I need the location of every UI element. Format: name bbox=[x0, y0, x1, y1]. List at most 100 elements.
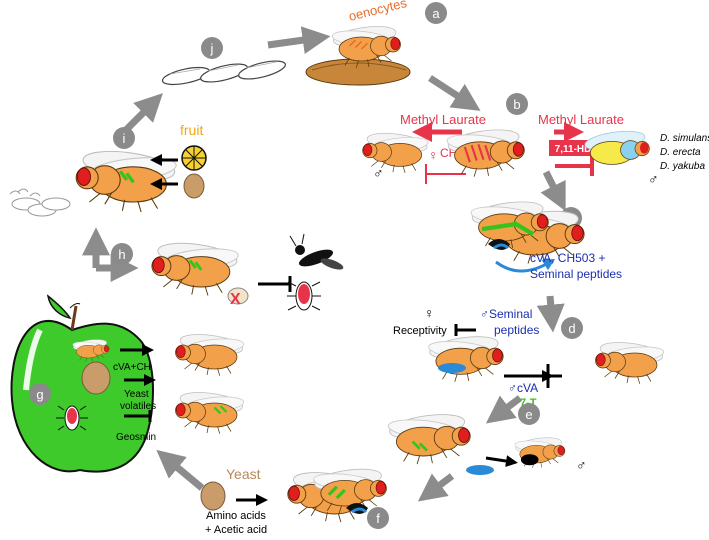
panel-c: c cVA, CH503 + Seminal peptides bbox=[469, 197, 622, 281]
yeast-i bbox=[183, 173, 205, 199]
emerging-fly bbox=[331, 22, 401, 69]
badge-letter: b bbox=[513, 97, 520, 112]
wasp bbox=[289, 233, 344, 270]
mated-female-fly bbox=[427, 332, 504, 383]
panel-b: b Methyl Laurate Methyl Laurate ♂ ♀ CH 7… bbox=[362, 93, 709, 187]
panel-badge-d bbox=[561, 317, 583, 339]
panel-g: g cVA+CH Yeast volatiles Geosmin bbox=[10, 294, 245, 473]
sibling-species-fly bbox=[584, 130, 650, 165]
cycle-arrow-j-to-a bbox=[267, 26, 331, 54]
male-fly-e bbox=[514, 434, 566, 469]
oenocytes-label: oenocytes bbox=[347, 0, 409, 24]
amino-acids-label: Amino acids bbox=[206, 510, 266, 522]
cycle-arrows bbox=[82, 26, 566, 502]
cycle-arrow-b-to-c bbox=[540, 170, 566, 212]
mite-on-apple bbox=[56, 405, 88, 431]
cva-marking bbox=[438, 363, 466, 373]
panel-i: i fruit bbox=[9, 122, 207, 217]
badge-letter: a bbox=[432, 6, 440, 21]
cva-ch-label: cVA+CH bbox=[113, 362, 151, 373]
panel-j: j bbox=[161, 37, 286, 86]
peptides-label: peptides bbox=[494, 323, 539, 337]
larvae bbox=[9, 188, 71, 217]
panel-badge-f bbox=[367, 507, 389, 529]
seminal-label: ♂Seminal bbox=[480, 307, 532, 321]
cycle-arrow-d-to-e bbox=[485, 395, 523, 424]
panel-badge-h bbox=[111, 243, 133, 265]
female-symbol: ♀ bbox=[424, 305, 435, 321]
attracted-fly-1 bbox=[175, 330, 245, 377]
acetic-acid-label: + Acetic acid bbox=[205, 524, 267, 536]
geosmin-inhibition bbox=[124, 410, 152, 422]
panel-badge-j bbox=[201, 37, 223, 59]
yeast-volatiles-label-1: Yeast bbox=[124, 389, 149, 400]
female-symbol: ♀ bbox=[428, 147, 439, 163]
hd-label: 7,11-HD bbox=[555, 144, 592, 155]
badge-letter: f bbox=[376, 511, 380, 526]
cva-ch503-label: cVA, CH503 + bbox=[530, 251, 605, 265]
panel-d: d ♀ Receptivity ♂Seminal peptides ♂cVA 7… bbox=[393, 305, 665, 409]
hd-inhibition bbox=[555, 156, 594, 176]
apple bbox=[10, 320, 154, 473]
badge-letter: d bbox=[568, 321, 575, 336]
male-symbol: ♂ bbox=[648, 171, 659, 187]
panel-badge-a bbox=[425, 2, 447, 24]
male-symbol: ♂ bbox=[373, 165, 384, 181]
receptivity-inhibition bbox=[454, 324, 476, 336]
cycle-arrow-c-to-d bbox=[536, 295, 565, 333]
attraction-arrow bbox=[485, 455, 518, 468]
apple-stem bbox=[70, 305, 78, 331]
fruit-icon bbox=[181, 145, 207, 171]
yeast-label: Yeast bbox=[226, 466, 261, 482]
cycle-arrow-i-to-j bbox=[121, 93, 163, 135]
panel-badge-e bbox=[518, 403, 540, 425]
cycle-arrow-f-to-g bbox=[156, 449, 205, 491]
panel-badge-i bbox=[113, 127, 135, 149]
geosmin-label: Geosmin bbox=[116, 432, 156, 443]
rejected-male-fly bbox=[595, 338, 665, 385]
male-symbol: ♂ bbox=[576, 457, 587, 473]
receptivity-label: Receptivity bbox=[393, 325, 447, 337]
badge-letter: e bbox=[525, 407, 532, 422]
fly-h bbox=[151, 238, 240, 297]
panel-h: h X bbox=[111, 233, 344, 311]
yeast-volatiles-label-2: volatiles bbox=[120, 401, 156, 412]
species-label: D. simulans bbox=[660, 133, 709, 144]
pupa bbox=[238, 60, 286, 80]
badge-letter: i bbox=[123, 131, 126, 146]
panel-badge-g bbox=[29, 383, 51, 405]
mite bbox=[287, 281, 321, 311]
ovipositing-female-fly bbox=[387, 410, 471, 465]
panel-f: Yeast Amino acids + Acetic acid f bbox=[200, 465, 389, 536]
yeast-on-apple bbox=[81, 361, 111, 395]
egg-h bbox=[227, 287, 249, 305]
cycle-arrow-e-to-f bbox=[417, 473, 455, 502]
yeast-blob bbox=[200, 481, 226, 511]
badge-letter: g bbox=[36, 387, 43, 402]
cva-label: ♂cVA bbox=[508, 381, 538, 395]
mating-male-fly bbox=[469, 197, 549, 250]
seminal-peptides-label: Seminal peptides bbox=[530, 267, 622, 281]
species-label: D. erecta bbox=[660, 147, 701, 158]
panel-a: oenocytes a bbox=[305, 0, 447, 86]
panel-e: e ♂ bbox=[387, 403, 587, 475]
attracted-fly-2 bbox=[175, 388, 245, 435]
cycle-arrow-a-to-b bbox=[428, 75, 481, 111]
panel-badge-b bbox=[506, 93, 528, 115]
badge-letter: j bbox=[210, 41, 214, 56]
methyl-laurate-right: Methyl Laurate bbox=[538, 112, 624, 127]
transfer-arrow bbox=[495, 258, 556, 273]
ch-inhibition bbox=[425, 164, 466, 184]
fly-i bbox=[75, 145, 178, 213]
species-label: D. yakuba bbox=[660, 161, 705, 172]
fruit-label: fruit bbox=[180, 122, 203, 138]
cva-inhibition bbox=[546, 364, 562, 388]
methyl-laurate-left: Methyl Laurate bbox=[400, 112, 486, 127]
female-fly-center bbox=[445, 125, 525, 178]
predator-inhibition bbox=[258, 276, 292, 292]
apple-leaf bbox=[46, 294, 72, 320]
egg-mark bbox=[466, 465, 494, 475]
badge-letter: h bbox=[118, 247, 125, 262]
x-mark: X bbox=[230, 291, 241, 308]
